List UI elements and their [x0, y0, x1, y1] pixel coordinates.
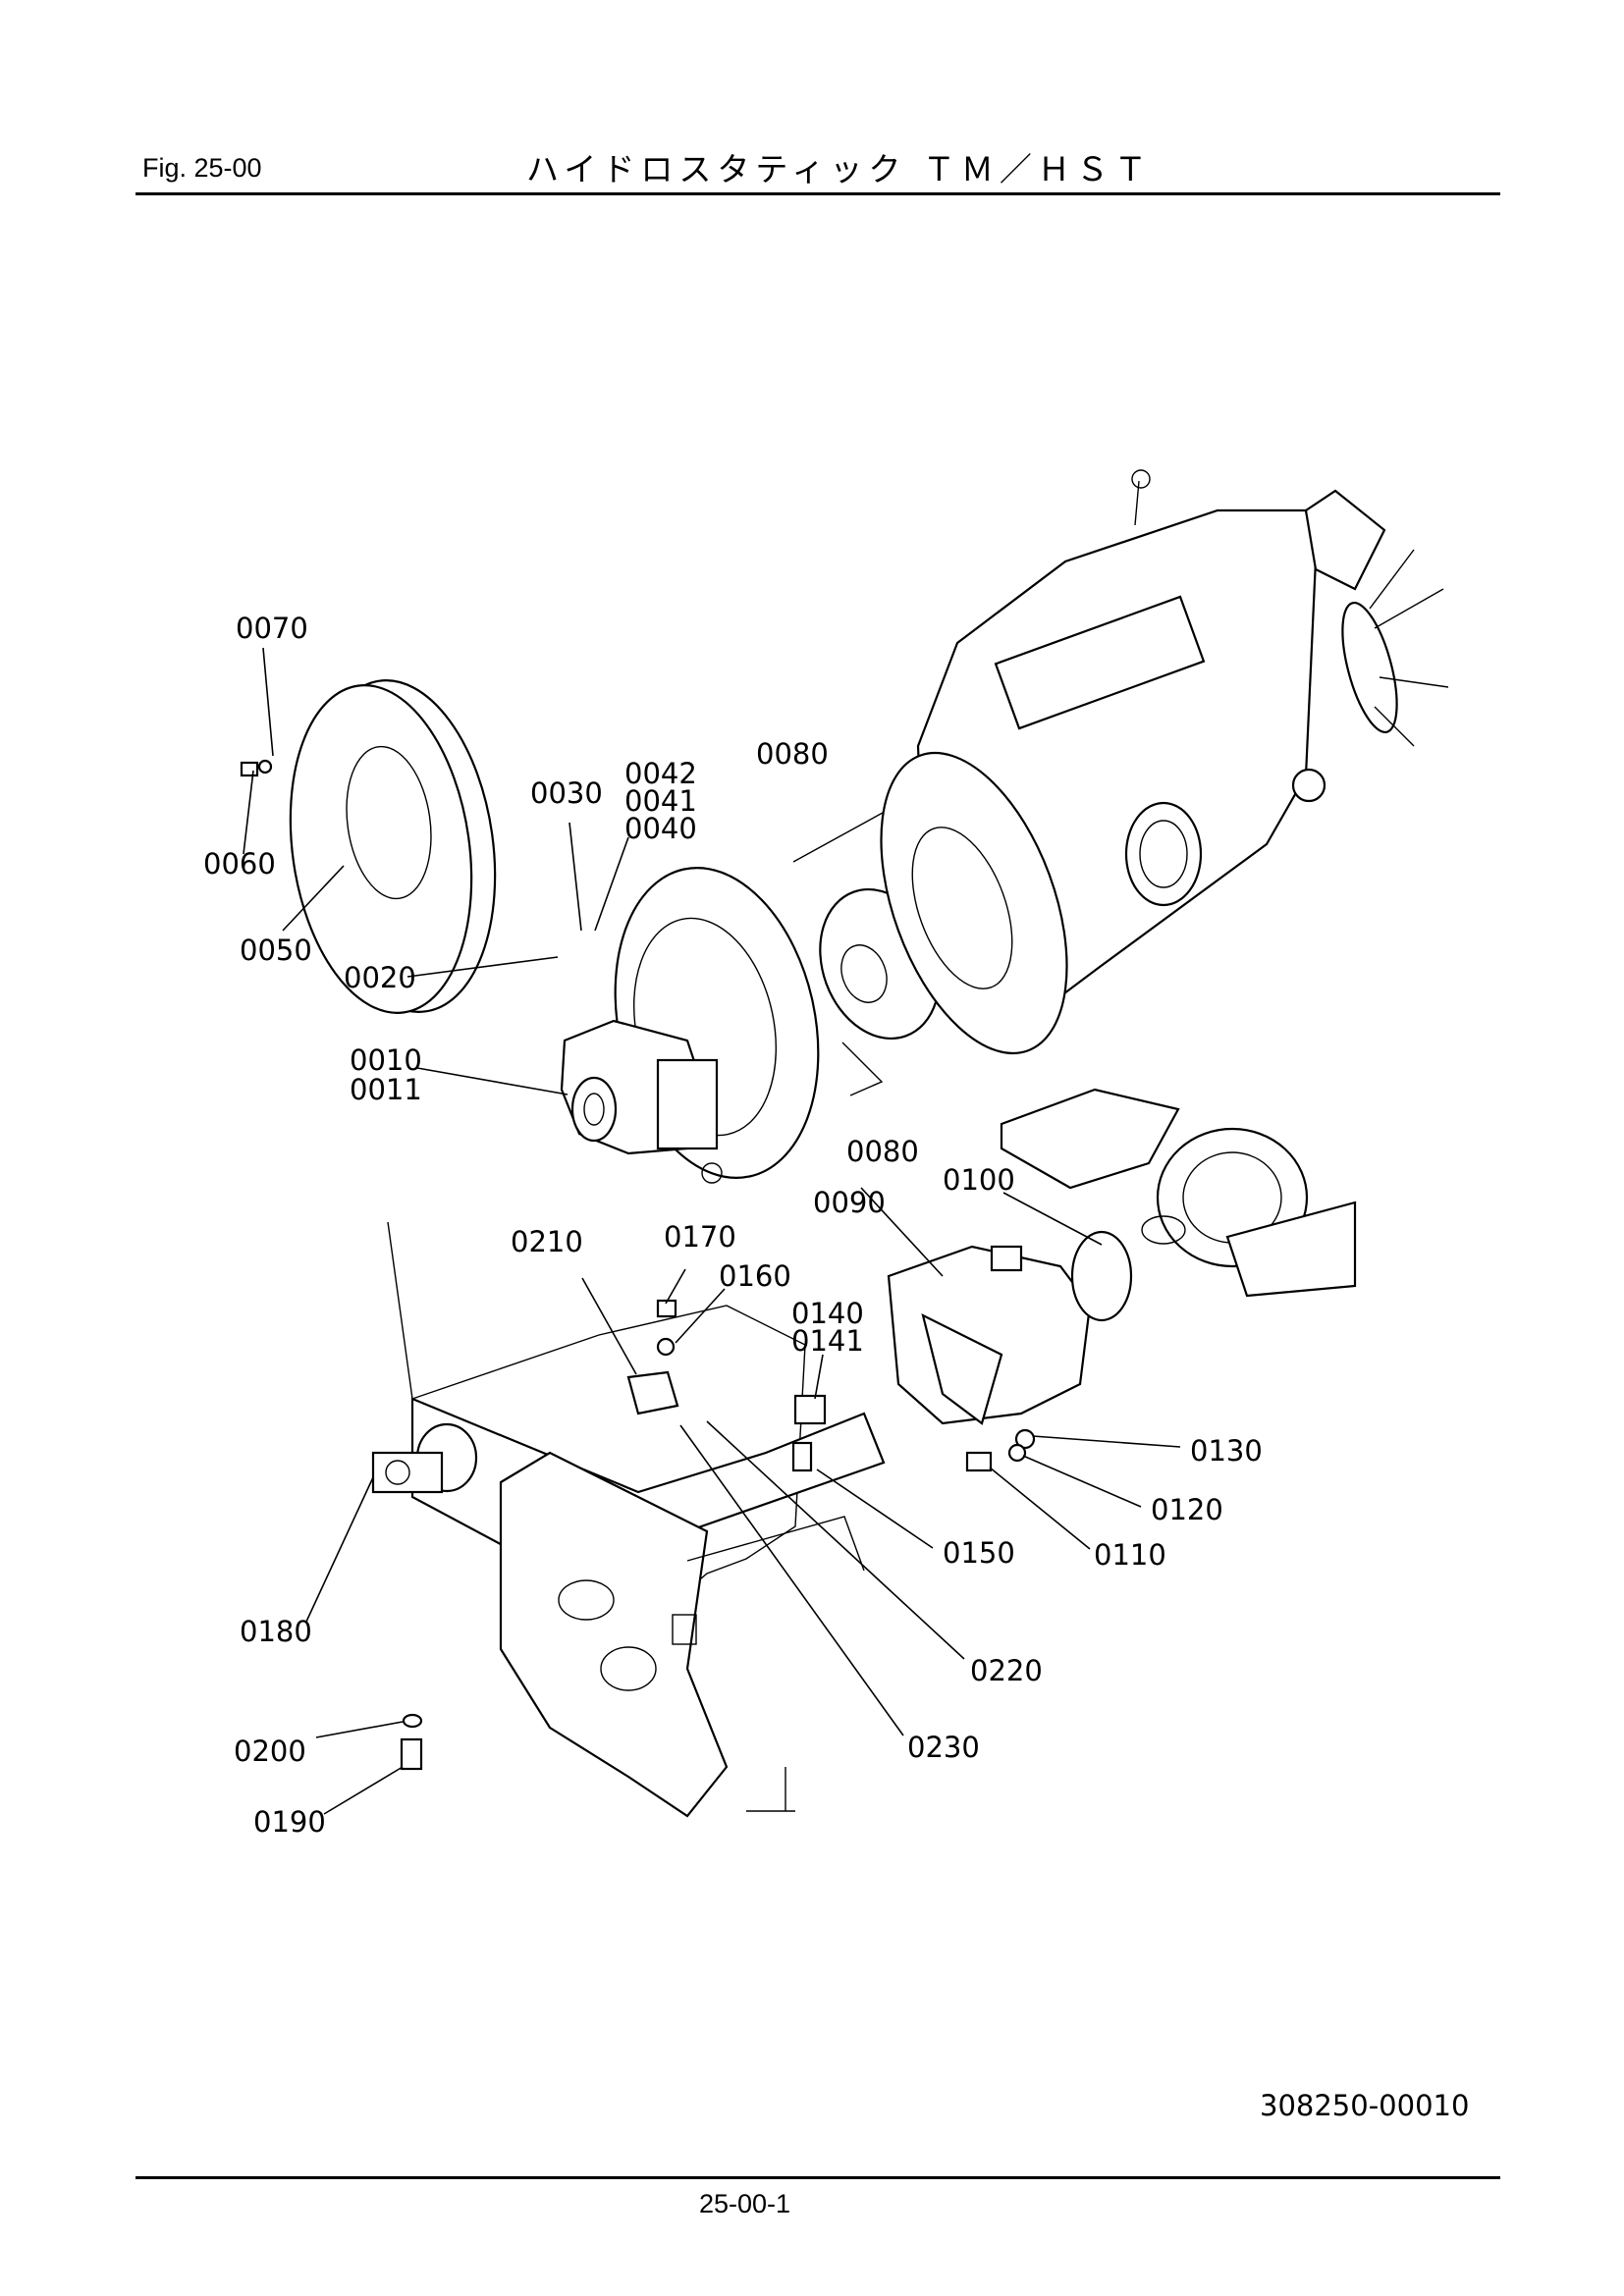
callout-0090: 0090	[813, 1186, 886, 1219]
callout-0170: 0170	[664, 1220, 736, 1254]
callout-0140: 0140	[791, 1297, 864, 1330]
callout-0080-bottom: 0080	[846, 1135, 919, 1168]
callout-0160: 0160	[719, 1259, 791, 1293]
figure-number: Fig. 25-00	[142, 153, 262, 183]
washer-bolt-set	[965, 1428, 1036, 1472]
callout-labels: 0070 0060 0050 0030 0042 0041 0040 0080 …	[203, 612, 1263, 1839]
callout-0141: 0141	[791, 1324, 864, 1358]
flywheel-housing-plate	[289, 679, 497, 1014]
callout-0040: 0040	[624, 812, 697, 845]
callout-0060: 0060	[203, 847, 276, 881]
drawing-id: 308250-00010	[1260, 2089, 1470, 2122]
sensor-bracket	[626, 1299, 827, 1472]
page-title: ハイドロスタティック ＴＭ／ＨＳＴ	[526, 150, 1153, 188]
callout-0050: 0050	[240, 934, 312, 967]
leader-lines	[243, 647, 1181, 1815]
machine-frame	[387, 1221, 886, 1818]
page-number: 25-00-1	[699, 2189, 791, 2218]
callout-0011: 0011	[350, 1073, 422, 1106]
callout-0100: 0100	[943, 1163, 1015, 1197]
header-divider	[135, 192, 1500, 195]
callout-0230: 0230	[907, 1731, 980, 1764]
callout-0180: 0180	[240, 1615, 312, 1648]
callout-0030: 0030	[530, 776, 603, 810]
callout-0200: 0200	[234, 1735, 306, 1768]
drain-fitting	[400, 1713, 423, 1771]
callout-0042: 0042	[624, 757, 697, 790]
callout-0210: 0210	[511, 1225, 583, 1258]
callout-0080-top: 0080	[756, 737, 829, 771]
solenoid-valve	[371, 1422, 478, 1494]
callout-0041: 0041	[624, 784, 697, 818]
footer-divider	[135, 2176, 1500, 2179]
hst-pump-assembly	[560, 867, 820, 1184]
engine-assembly	[880, 469, 1449, 1055]
callout-0020: 0020	[344, 961, 416, 994]
callout-0070: 0070	[236, 612, 308, 645]
callout-0110: 0110	[1094, 1538, 1166, 1572]
callout-0190: 0190	[253, 1805, 326, 1839]
hst-motor-assembly	[887, 1088, 1357, 1425]
mount-bolt-0060	[240, 759, 273, 777]
callout-0120: 0120	[1151, 1493, 1223, 1526]
callout-0130: 0130	[1190, 1434, 1263, 1468]
callout-0010: 0010	[350, 1043, 422, 1077]
callout-0150: 0150	[943, 1536, 1015, 1570]
callout-0220: 0220	[970, 1654, 1043, 1687]
